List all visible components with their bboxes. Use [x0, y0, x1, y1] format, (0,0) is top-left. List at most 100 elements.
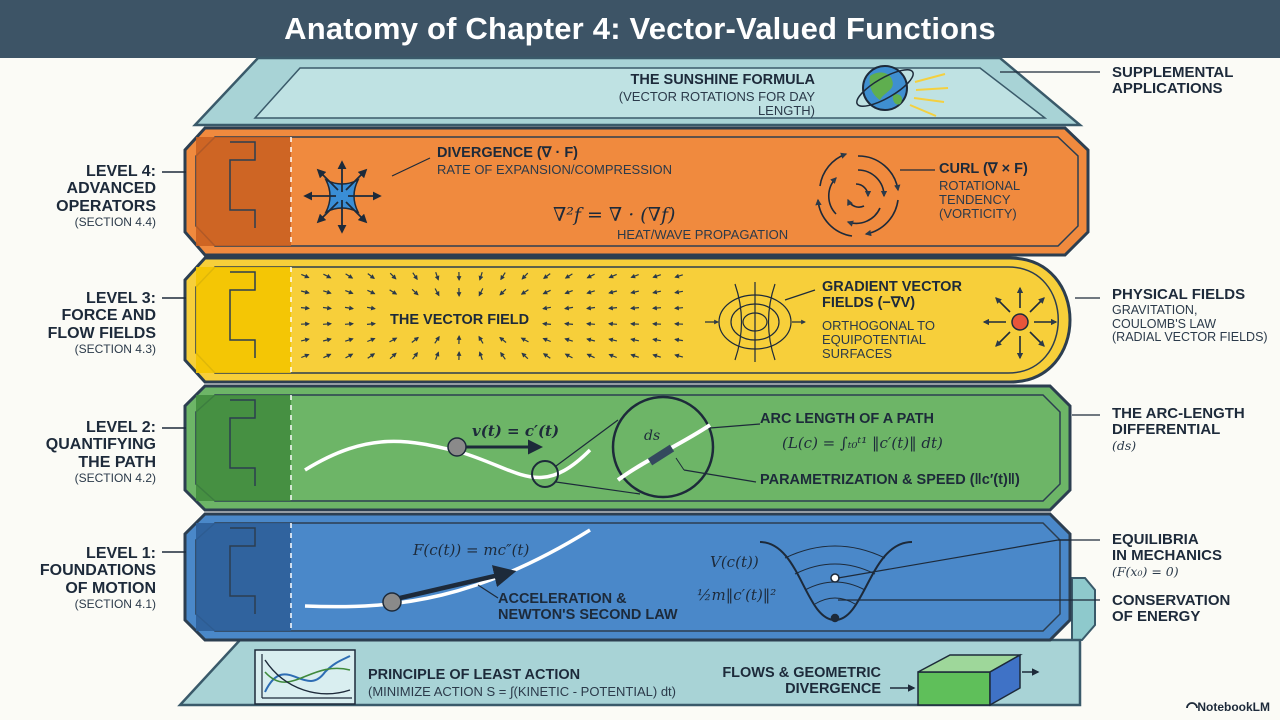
vector-field-arrow [500, 272, 506, 281]
vector-field-arrow [478, 351, 484, 360]
vector-field-arrow [586, 273, 595, 279]
least-action-desc: (MINIMIZE ACTION S = ∫(KINETIC - POTENTI… [368, 683, 677, 699]
vector-field-arrow [366, 305, 376, 311]
acceleration-title: ACCELERATION & NEWTON'S SECOND LAW [498, 591, 678, 623]
vector-field-arrow [301, 353, 310, 359]
vector-field-arrow [674, 305, 684, 311]
vector-field-arrow [521, 272, 529, 280]
vector-field-arrow [542, 305, 552, 311]
vector-field-arrow [345, 289, 354, 295]
vector-field-arrow [564, 305, 574, 311]
vector-field-arrow [674, 337, 683, 343]
vector-field-arrow [564, 273, 573, 279]
vector-field-arrow [323, 289, 332, 295]
vector-field-arrow [564, 337, 573, 343]
level-3-section: (SECTION 4.3) [74, 341, 156, 356]
velocity-formula: v(t) = c′(t) [472, 422, 560, 440]
level-leaders [162, 171, 186, 553]
level-4-label: LEVEL 4: ADVANCED OPERATORS (SECTION 4.4… [20, 163, 156, 229]
vector-field-arrow [608, 337, 618, 343]
vector-field-arrow [411, 288, 419, 296]
vector-field-arrow [300, 305, 310, 311]
vector-field-arrow [520, 289, 529, 295]
vector-field-arrow [586, 305, 596, 311]
level-3-title: LEVEL 3: FORCE AND FLOW FIELDS [47, 290, 156, 342]
vector-field-arrow [389, 337, 398, 343]
vector-field-arrow [434, 272, 440, 281]
vector-field-arrow [412, 272, 418, 281]
potential-label: V(c(t)) [710, 553, 759, 571]
gradient-desc: ORTHOGONAL TO EQUIPOTENTIAL SURFACES [822, 318, 935, 362]
vector-field-arrow [322, 321, 332, 327]
vector-field-arrow [542, 337, 551, 343]
divergence-title: DIVERGENCE (∇ · F) [437, 145, 579, 161]
globe-icon [856, 65, 949, 117]
sunshine-title: THE SUNSHINE FORMULA [630, 72, 815, 88]
vector-field-arrow [367, 353, 376, 359]
equilibria-mechanics: EQUILIBRIA IN MECHANICS (F(x₀) = 0) [1112, 531, 1222, 580]
laplacian-formula: ∇²f = ∇ · (∇f) [553, 204, 676, 226]
level-2-section: (SECTION 4.2) [74, 470, 156, 485]
vector-field-arrow [345, 353, 354, 359]
vector-field-arrow [300, 337, 310, 343]
vector-field-arrow [520, 337, 529, 343]
laplacian-desc-wrap: HEAT/WAVE PROPAGATION [617, 227, 788, 242]
vector-field-arrow [323, 273, 332, 279]
flows-label: FLOWS & GEOMETRIC DIVERGENCE [700, 665, 881, 697]
kinetic-label: ½m‖c′(t)‖² [697, 586, 777, 604]
arc-length-differential-desc: (ds) [1112, 438, 1137, 454]
sunshine-formula: THE SUNSHINE FORMULA (VECTOR ROTATIONS F… [560, 72, 815, 118]
conservation-energy: CONSERVATION OF ENERGY [1112, 592, 1231, 626]
arc-length-differential-title: THE ARC-LENGTH DIFFERENTIAL [1112, 405, 1245, 439]
vector-field-arrow [542, 289, 551, 295]
vector-field-arrow [630, 337, 640, 343]
vector-field-arrow [322, 305, 332, 311]
vector-field-arrow [434, 288, 440, 297]
motion-path [304, 528, 591, 612]
level-1-section: (SECTION 4.1) [74, 596, 156, 611]
side-leaders [1000, 71, 1100, 601]
vector-field-arrow [478, 288, 484, 297]
vector-field-arrow [323, 353, 332, 359]
divergence-desc: RATE OF EXPANSION/COMPRESSION [437, 161, 672, 177]
vector-field-arrow [652, 353, 661, 359]
curl-label: CURL (∇ × F) ROTATIONAL TENDENCY (VORTIC… [939, 161, 1028, 221]
level-2-title: LEVEL 2: QUANTIFYING THE PATH [45, 419, 156, 471]
vector-field-arrow [478, 335, 484, 344]
vector-field-arrow [411, 336, 419, 343]
vector-field-arrow [652, 273, 661, 279]
vector-field-arrow [389, 352, 397, 360]
vector-field-arrow [434, 351, 440, 360]
level-1-band [183, 512, 1072, 642]
vector-field-arrow [630, 353, 639, 359]
vector-field-arrow [652, 305, 662, 311]
arc-length-label: ARC LENGTH OF A PATH [760, 411, 934, 428]
vector-field-arrow [652, 337, 662, 343]
vector-field-arrow [345, 273, 354, 279]
vector-field-arrow [608, 353, 617, 359]
vector-field-arrow [608, 273, 617, 279]
flows-prism-icon [890, 653, 1040, 707]
vector-field-arrow [630, 305, 640, 311]
vector-field-arrow [500, 351, 506, 360]
gradient-title: GRADIENT VECTOR FIELDS (−∇V) [822, 279, 962, 311]
least-action-plot [254, 649, 356, 705]
conservation-title: CONSERVATION OF ENERGY [1112, 592, 1231, 626]
vector-field-arrow [586, 337, 596, 343]
vector-field-title: THE VECTOR FIELD [390, 312, 530, 328]
vector-field-arrow [674, 353, 684, 359]
flows-title: FLOWS & GEOMETRIC DIVERGENCE [722, 665, 881, 697]
divergence-icon [303, 157, 431, 234]
page-title: Anatomy of Chapter 4: Vector-Valued Func… [284, 11, 996, 46]
level-2-label: LEVEL 2: QUANTIFYING THE PATH (SECTION 4… [20, 419, 156, 485]
vector-field-arrows [300, 271, 684, 361]
level-3-label: LEVEL 3: FORCE AND FLOW FIELDS (SECTION … [20, 290, 156, 356]
arc-length-formula: (L(c) = ∫ₜ₀ᵗ¹ ‖c′(t)‖ dt) [782, 434, 943, 452]
vector-field-arrow [300, 289, 310, 295]
vector-field-arrow [367, 273, 375, 279]
equilibria-desc: (F(x₀) = 0) [1112, 564, 1179, 580]
parametrization-label: PARAMETRIZATION & SPEED (‖c′(t)‖) [760, 472, 1020, 489]
radial-field-icon [982, 286, 1058, 360]
vector-field-arrow [345, 337, 354, 343]
acceleration-label: ACCELERATION & NEWTON'S SECOND LAW [498, 591, 678, 623]
